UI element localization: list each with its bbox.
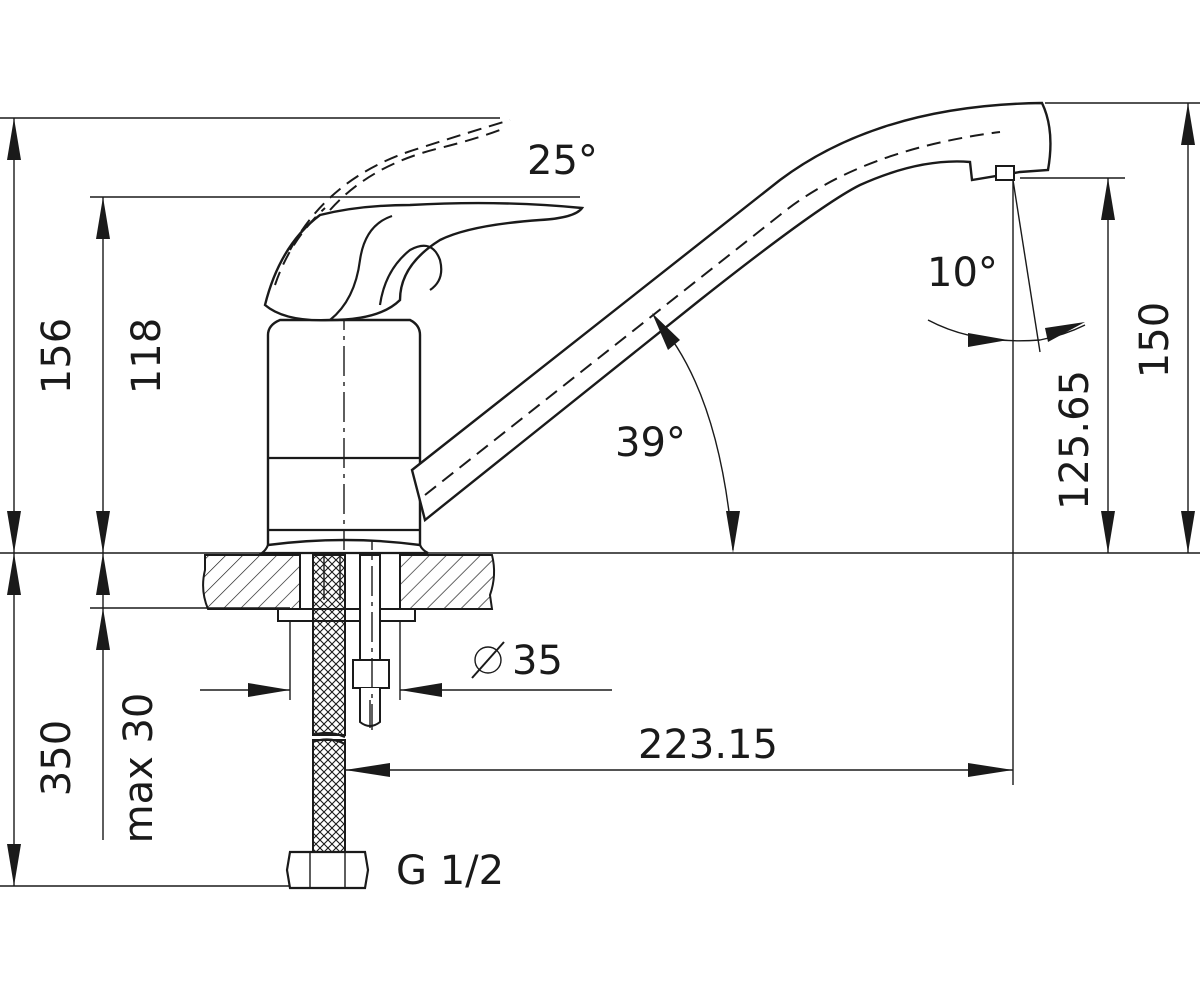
dim-max-30 xyxy=(96,553,110,840)
label-angle-25: 25° xyxy=(527,138,598,184)
lever-raised-position xyxy=(274,119,511,286)
extension-lines xyxy=(0,102,1200,887)
label-thread: G 1/2 xyxy=(396,848,504,894)
dim-150 xyxy=(1181,103,1195,553)
angle-39 xyxy=(652,313,740,553)
dim-350 xyxy=(7,553,21,886)
label-118: 118 xyxy=(124,318,170,394)
label-223-15: 223.15 xyxy=(638,722,778,768)
mounting-plate xyxy=(277,608,416,622)
diameter-label: 35 xyxy=(471,638,563,684)
label-max-30: max 30 xyxy=(116,693,162,844)
dim-125-65 xyxy=(1101,178,1115,553)
mounting-stud xyxy=(323,520,390,730)
dim-156 xyxy=(7,118,21,553)
label-125-65: 125.65 xyxy=(1052,370,1098,510)
label-150: 150 xyxy=(1132,302,1178,378)
label-angle-39: 39° xyxy=(615,420,686,466)
diameter-icon xyxy=(471,641,505,679)
dim-diameter-35 xyxy=(200,620,612,700)
lever-handle xyxy=(263,201,585,322)
faucet-body xyxy=(258,300,429,555)
label-156: 156 xyxy=(34,318,80,394)
dim-223-15 xyxy=(345,763,1013,777)
hex-nut xyxy=(285,850,370,890)
spout xyxy=(410,101,1052,523)
label-diameter-35: 35 xyxy=(512,638,563,684)
label-angle-10: 10° xyxy=(927,250,998,296)
countertop-section xyxy=(202,554,496,622)
dim-118 xyxy=(96,197,110,553)
angle-10 xyxy=(927,179,1086,353)
label-350: 350 xyxy=(34,720,80,796)
